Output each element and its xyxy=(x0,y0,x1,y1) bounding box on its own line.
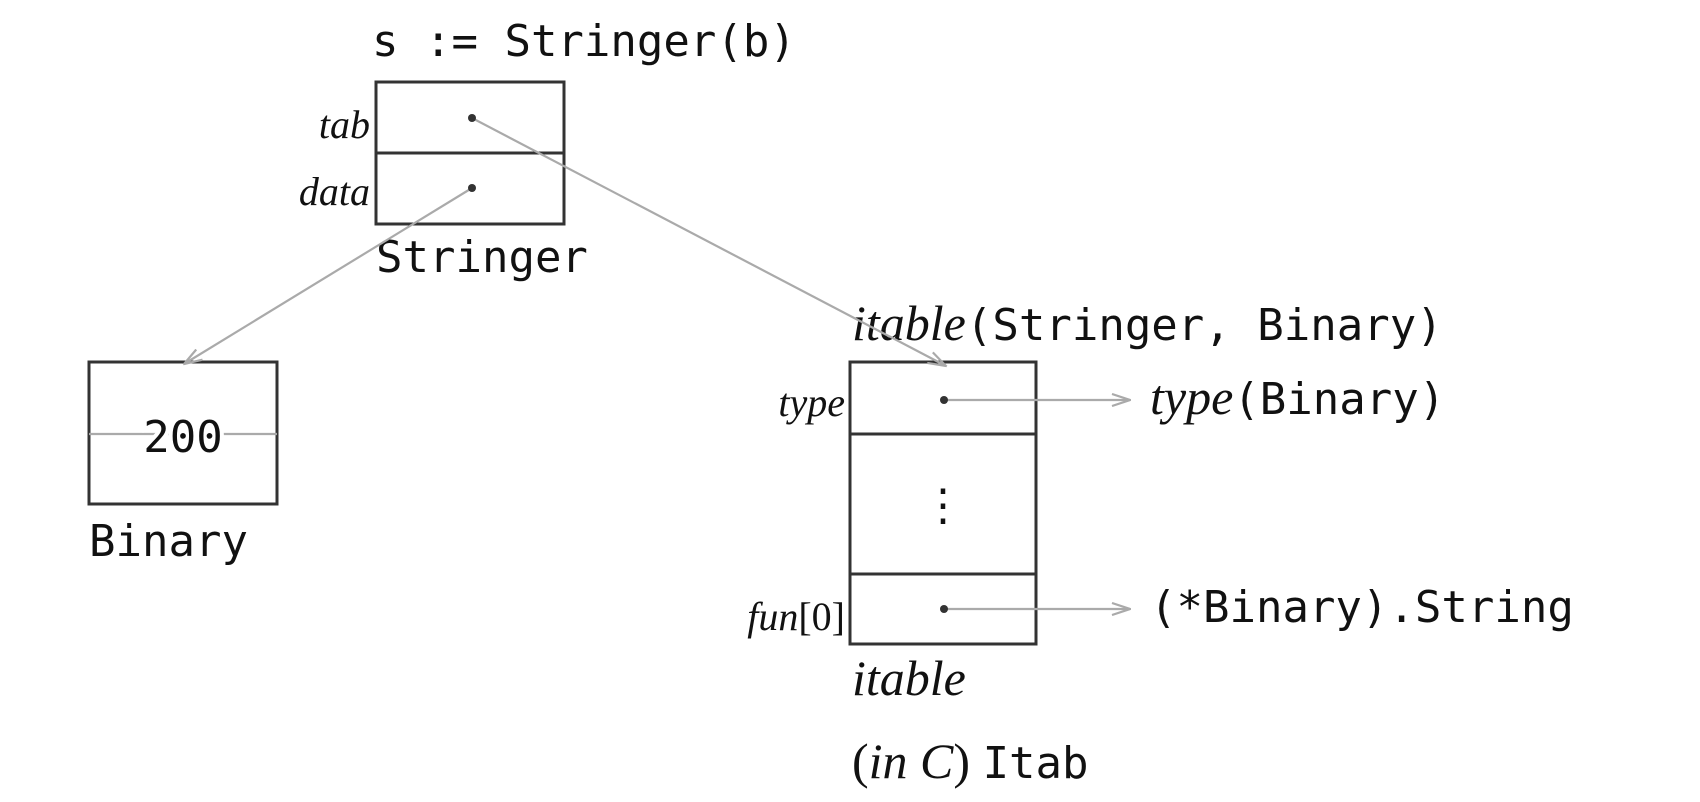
c-type-close-paren: ) xyxy=(953,733,982,789)
field-label-fun-index: [0] xyxy=(798,594,845,639)
itable-box xyxy=(848,360,1038,646)
type-pointer-dot xyxy=(940,396,948,404)
fun-pointer-dot xyxy=(940,605,948,613)
c-type-open-paren: ( xyxy=(852,733,869,789)
c-type-name: Itab xyxy=(983,738,1089,789)
binary-value: 200 Binary xyxy=(87,360,279,567)
type-target-italic: type xyxy=(1150,369,1233,425)
field-label-data: data xyxy=(299,169,370,214)
itable-ellipsis: ⋮ xyxy=(921,481,965,530)
itable-header-rest: (Stringer, Binary) xyxy=(966,300,1443,351)
itable-struct: ⋮ type fun[0] itable (in C) Itab xyxy=(747,360,1089,789)
type-target: type(Binary) xyxy=(1150,369,1445,425)
itable-c-type: (in C) Itab xyxy=(852,733,1089,789)
field-label-tab: tab xyxy=(319,102,370,147)
binary-type-label: Binary xyxy=(89,516,248,567)
field-label-type: type xyxy=(778,380,845,425)
binary-value-text: 200 xyxy=(143,412,222,463)
tab-pointer-arrow xyxy=(471,117,946,366)
itable-header-italic: itable xyxy=(852,295,966,351)
tab-pointer-dot xyxy=(468,114,476,122)
field-label-fun-name: fun xyxy=(747,594,798,639)
itable-header: itable(Stringer, Binary) xyxy=(852,295,1443,351)
c-type-italic: in C xyxy=(869,733,954,789)
fun-target: (*Binary).String xyxy=(1150,582,1574,633)
itable-caption: itable xyxy=(852,650,966,706)
data-pointer-arrow xyxy=(184,187,473,364)
field-label-fun: fun[0] xyxy=(747,594,845,639)
top-expression: s := Stringer(b) xyxy=(372,16,796,67)
stringer-type-label: Stringer xyxy=(376,232,588,283)
stringer-struct: tab data Stringer xyxy=(299,80,588,283)
data-pointer-dot xyxy=(468,184,476,192)
type-target-rest: (Binary) xyxy=(1233,374,1445,425)
